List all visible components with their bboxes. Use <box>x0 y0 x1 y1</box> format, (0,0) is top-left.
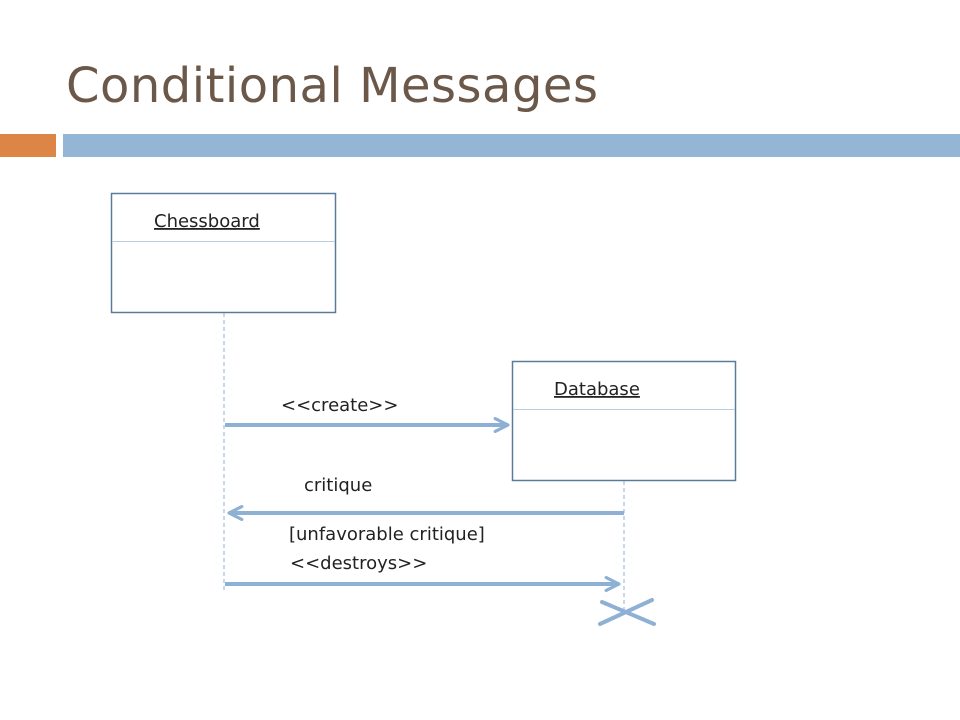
object-box <box>511 360 737 482</box>
message-destroys-guard: [unfavorable critique] <box>289 524 485 545</box>
message-create-label: <<create>> <box>281 395 398 416</box>
object-box <box>110 192 337 314</box>
object-name: Database <box>554 379 640 400</box>
accent-bar-orange <box>0 134 56 157</box>
message-critique-label: critique <box>304 475 372 496</box>
destruction-x-icon <box>598 598 656 626</box>
object-name: Chessboard <box>154 211 260 232</box>
accent-bar-blue <box>63 134 960 157</box>
message-destroys-label: <<destroys>> <box>290 553 427 574</box>
slide-title: Conditional Messages <box>66 58 599 114</box>
object-database: Database <box>511 360 737 482</box>
object-chessboard: Chessboard <box>110 192 337 314</box>
